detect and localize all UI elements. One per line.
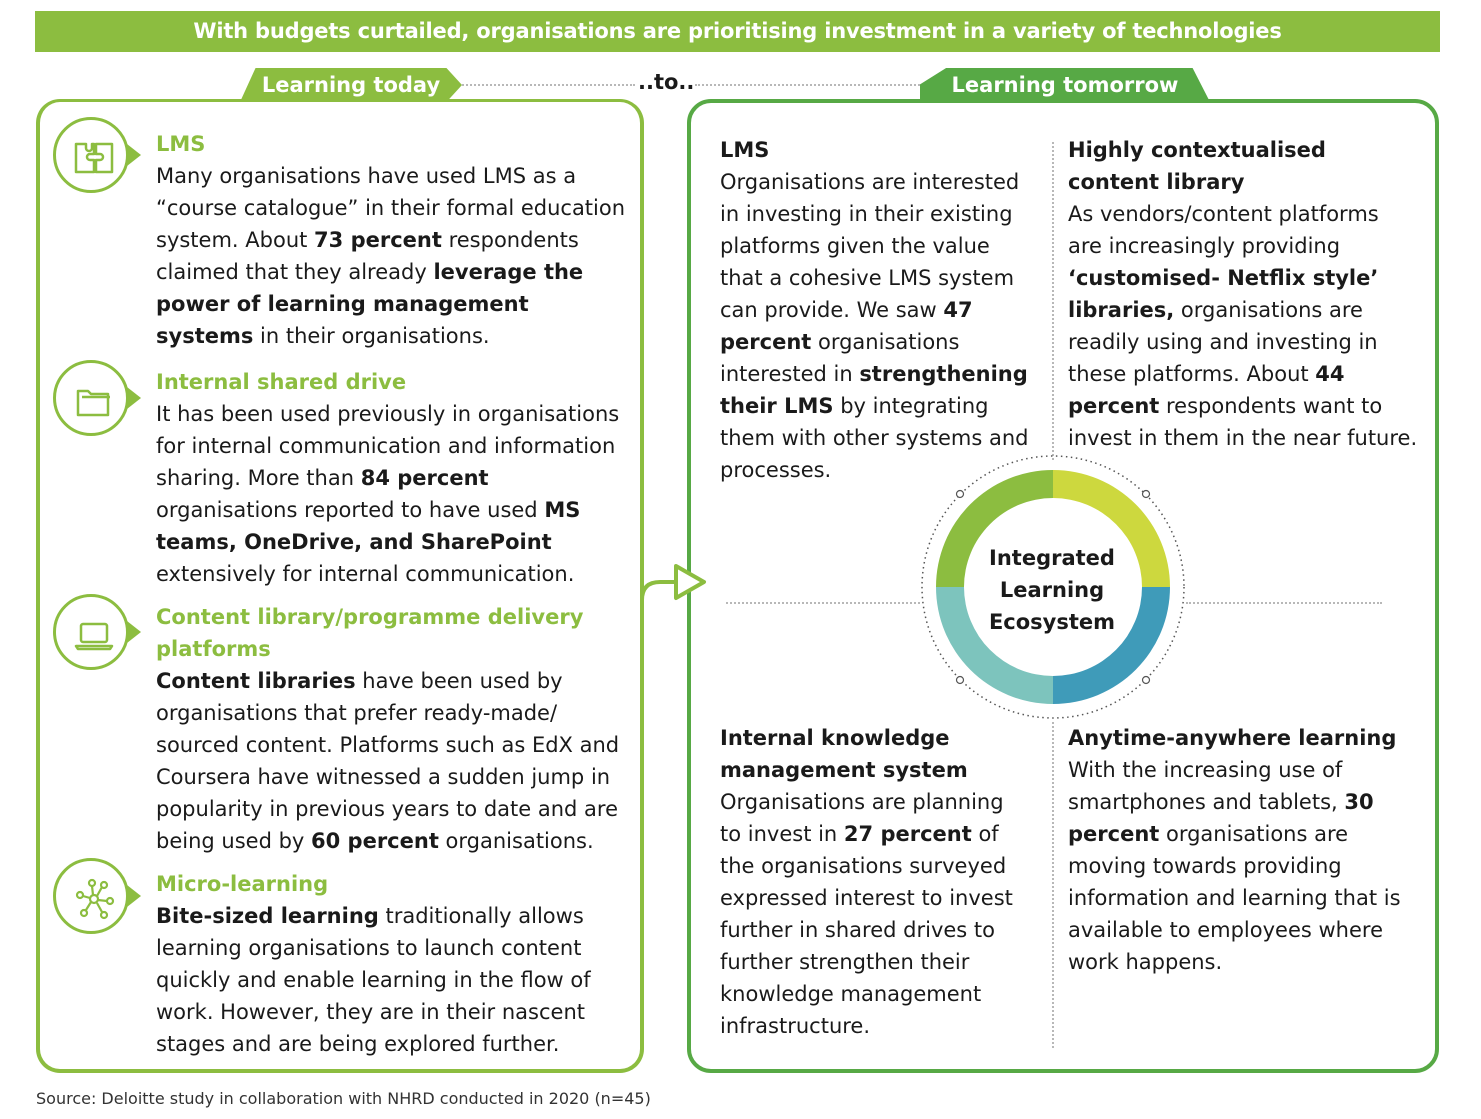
divider-horizontal-right <box>1186 602 1382 604</box>
tomorrow-lms-title: LMS <box>720 138 770 162</box>
today-drive-item: Internal shared drive It has been used p… <box>156 366 626 590</box>
ecosystem-ring <box>921 455 1185 719</box>
ring-segment-top-right <box>1053 470 1170 587</box>
ring-node <box>955 489 965 499</box>
today-lms-title: LMS <box>156 132 206 156</box>
tomorrow-kms-title: Internal knowledge management system <box>720 726 968 782</box>
today-drive-title: Internal shared drive <box>156 370 407 394</box>
today-micro-title: Micro-learning <box>156 872 329 896</box>
ring-node <box>1141 675 1151 685</box>
learning-today-panel <box>36 99 644 1073</box>
today-micro-text: Bite-sized learning traditionally allows… <box>156 904 591 1056</box>
tomorrow-anytime-text: With the increasing use of smartphones a… <box>1068 758 1401 974</box>
connector-label: ..to.. <box>638 70 695 94</box>
today-micro-item: Micro-learning Bite-sized learning tradi… <box>156 868 626 1060</box>
tomorrow-library-item: Highly contextualised content library As… <box>1068 134 1418 454</box>
today-lms-item: LMS Many organisations have used LMS as … <box>156 128 626 352</box>
divider-vertical-top <box>1052 142 1054 460</box>
folder-icon <box>53 360 141 436</box>
laptop-icon <box>53 594 141 670</box>
today-content-title: Content library/programme delivery platf… <box>156 605 584 661</box>
ring-node <box>955 675 965 685</box>
connector-line-left <box>455 84 635 86</box>
puzzle-icon <box>53 117 141 193</box>
tomorrow-lms-item: LMS Organisations are interested in inve… <box>720 134 1038 486</box>
center-label: Integrated Learning Ecosystem <box>988 546 1116 634</box>
ring-segment-top-left <box>936 470 1053 587</box>
network-icon <box>53 858 141 934</box>
connector-line-right <box>695 84 927 86</box>
tomorrow-library-title: Highly contextualised content library <box>1068 138 1326 194</box>
transition-arrow-icon <box>640 564 706 601</box>
ring-segment-bottom-left <box>936 587 1053 704</box>
tab-learning-today: Learning today <box>240 68 462 102</box>
today-content-text: Content libraries have been used by orga… <box>156 669 620 853</box>
tomorrow-library-text: As vendors/content platforms are increas… <box>1068 202 1418 450</box>
divider-horizontal-left <box>726 602 920 604</box>
tomorrow-anytime-title: Anytime-anywhere learning <box>1068 726 1397 750</box>
ring-node <box>1141 489 1151 499</box>
today-lms-text: Many organisations have used LMS as a “c… <box>156 164 626 348</box>
tab-learning-tomorrow: Learning tomorrow <box>920 68 1210 102</box>
tomorrow-anytime-item: Anytime-anywhere learning With the incre… <box>1068 722 1408 978</box>
title-banner: With budgets curtailed, organisations ar… <box>35 11 1440 52</box>
tomorrow-kms-item: Internal knowledge management system Org… <box>720 722 1026 1042</box>
today-content-item: Content library/programme delivery platf… <box>156 601 626 857</box>
ring-segment-bottom-right <box>1053 587 1170 704</box>
today-drive-text: It has been used previously in organisat… <box>156 402 620 586</box>
ring-dotted-outline <box>921 455 1185 719</box>
divider-vertical-bottom <box>1052 722 1054 1048</box>
tomorrow-lms-text: Organisations are interested in investin… <box>720 170 1029 482</box>
tomorrow-kms-text: Organisations are planning to invest in … <box>720 790 1013 1038</box>
source-note: Source: Deloitte study in collaboration … <box>36 1089 651 1108</box>
